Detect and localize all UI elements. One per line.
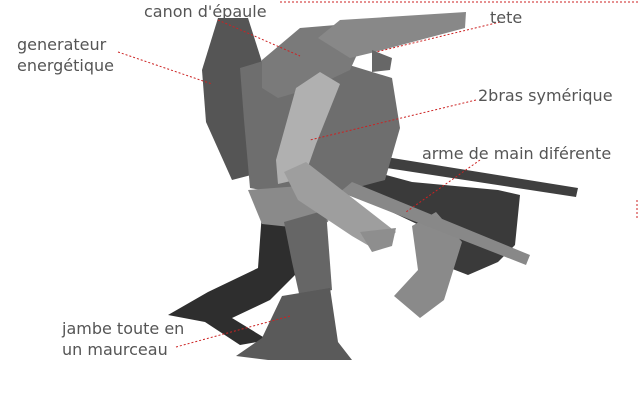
leader-line-hand-weapon xyxy=(405,159,481,213)
leader-line-arms xyxy=(309,99,477,141)
label-leg-line2: un maurceau xyxy=(62,340,168,359)
label-leg-line1: jambe toute en xyxy=(62,319,185,338)
label-hand-weapon: arme de main diférente xyxy=(422,143,611,164)
hand-weapon-bar xyxy=(380,157,578,197)
label-shoulder-cannon-text: canon d'épaule xyxy=(144,2,267,21)
arm-upper xyxy=(276,72,340,184)
label-arms-text: 2bras symérique xyxy=(478,86,613,105)
front-leg-upper xyxy=(284,210,332,298)
weapon-grip xyxy=(394,212,462,318)
leader-line-generator xyxy=(117,51,213,85)
rear-leg xyxy=(168,210,312,345)
label-generator: generateur energétique xyxy=(17,34,114,76)
front-leg-lower xyxy=(236,288,352,360)
arm-hand xyxy=(360,228,396,252)
label-arms: 2bras symérique xyxy=(478,85,613,106)
label-shoulder-cannon: canon d'épaule xyxy=(144,1,267,22)
head xyxy=(318,12,466,58)
label-head-text: tete xyxy=(490,8,523,27)
leader-line-shoulder-cannon xyxy=(217,19,301,57)
label-generator-line1: generateur xyxy=(17,35,107,54)
label-leg: jambe toute en un maurceau xyxy=(62,318,184,360)
label-head: tete xyxy=(490,7,522,28)
label-generator-line2: energétique xyxy=(17,56,114,75)
label-hand-weapon-text: arme de main diférente xyxy=(422,144,612,163)
weapon-barrel xyxy=(340,182,530,265)
leader-line-head xyxy=(375,21,501,53)
arm-lower xyxy=(284,162,396,250)
head-side xyxy=(372,50,392,72)
